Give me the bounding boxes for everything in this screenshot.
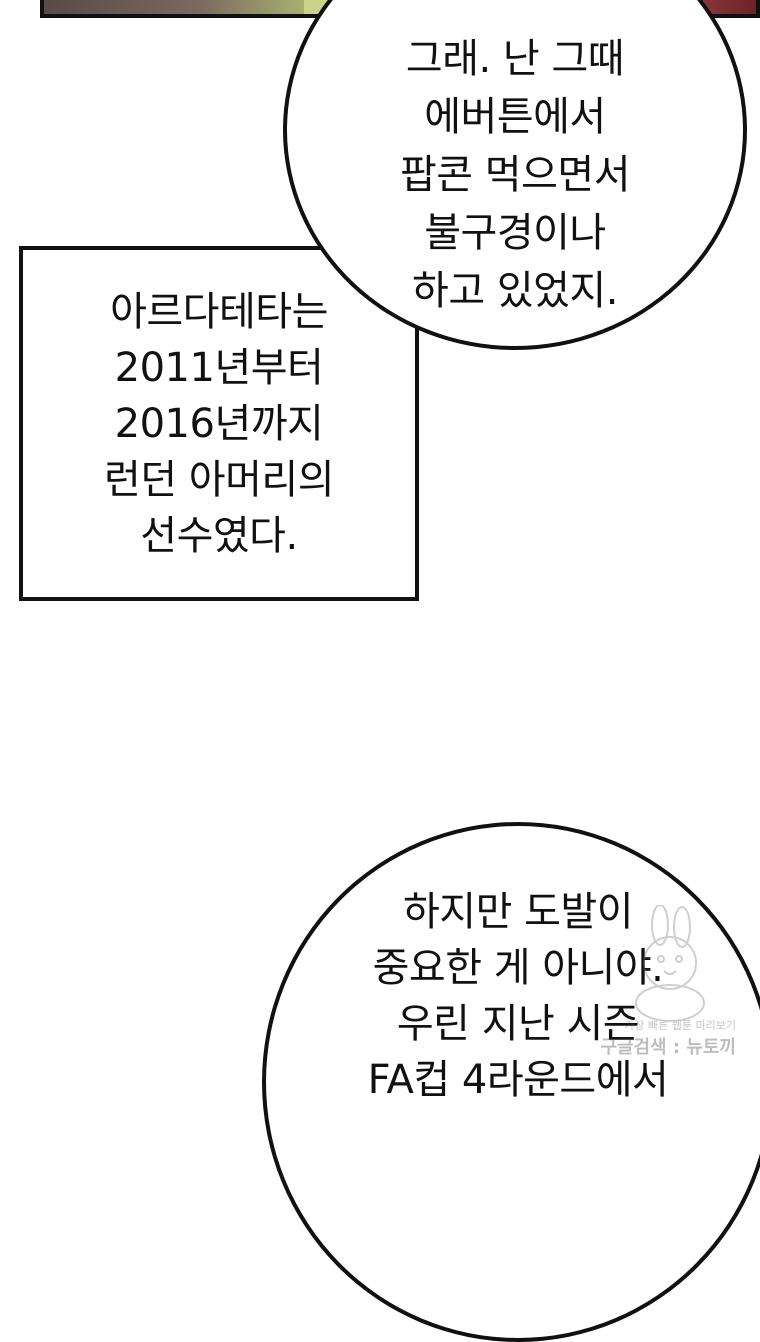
speech-bubble-top: 그래. 난 그때 에버튼에서 팝콘 먹으면서 불구경이나 하고 있었지.	[283, 0, 747, 350]
caption-text: 아르다테타는 2011년부터 2016년까지 런던 아머리의 선수였다.	[103, 284, 335, 564]
speech-bubble-text: 하지만 도발이 중요한 게 아니야. 우린 지난 시즌 FA컵 4라운드에서	[368, 884, 669, 1108]
speech-bubble-text: 그래. 난 그때 에버튼에서 팝콘 먹으면서 불구경이나 하고 있었지.	[399, 30, 631, 320]
caption-line: 런던 아머리의	[103, 456, 335, 503]
caption-line: 선수였다.	[140, 512, 298, 559]
speech-line: FA컵 4라운드에서	[367, 1057, 669, 1103]
caption-line: 아르다테타는	[110, 288, 328, 335]
speech-line: 불구경이나	[424, 210, 606, 256]
speech-line: 하고 있었지.	[412, 268, 618, 314]
speech-line: 에버튼에서	[424, 94, 606, 140]
speech-line: 팝콘 먹으면서	[399, 152, 631, 198]
speech-line: 하지만 도발이	[402, 889, 634, 935]
panel-artwork-left	[44, 0, 304, 14]
speech-bubble-bottom: 하지만 도발이 중요한 게 아니야. 우린 지난 시즌 FA컵 4라운드에서	[262, 822, 760, 1342]
caption-line: 2016년까지	[114, 400, 324, 447]
speech-line: 중요한 게 아니야.	[372, 945, 664, 991]
speech-line: 그래. 난 그때	[405, 36, 625, 82]
speech-line: 우린 지난 시즌	[396, 1001, 640, 1047]
narration-caption-box: 아르다테타는 2011년부터 2016년까지 런던 아머리의 선수였다.	[19, 246, 419, 601]
caption-line: 2011년부터	[114, 344, 324, 391]
